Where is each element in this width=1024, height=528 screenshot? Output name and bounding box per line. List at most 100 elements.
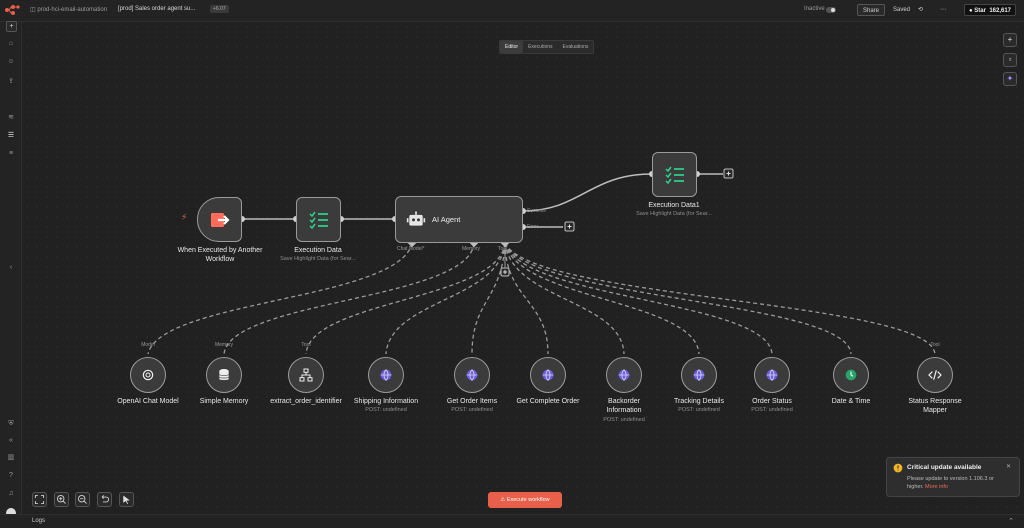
history-icon[interactable]: ⟲ [918, 7, 924, 13]
share-button[interactable]: Share [857, 4, 886, 16]
chevron-up-icon[interactable]: ⌃ [1008, 518, 1014, 525]
collapse-sidebar-icon[interactable]: ‹ [9, 264, 13, 271]
execute-workflow-button[interactable]: ⚠ Execute workflow [488, 492, 562, 508]
stack-alt-icon[interactable]: ≡ [8, 150, 14, 157]
workflow-tag[interactable]: +6.07 [210, 5, 229, 13]
more-info-link[interactable]: More info [925, 484, 948, 490]
tool-top-label: Tool [301, 342, 311, 348]
logs-bar[interactable]: Logs ⌃ [0, 514, 1024, 528]
sticky-note-button[interactable]: ▫ [1003, 53, 1017, 67]
pointer-mode-button[interactable] [119, 492, 134, 507]
tool-label: Tracking Details [674, 398, 724, 405]
tool-label: Simple Memory [199, 398, 249, 405]
tool-simple-memory[interactable] [206, 357, 242, 393]
user-icon[interactable]: ☺ [7, 58, 15, 65]
help-icon[interactable]: ? [9, 472, 13, 479]
node-ai-agent[interactable]: AI Agent [395, 196, 523, 243]
node-execution-data-sub: Save Highlight Data (for Sear... [280, 256, 356, 262]
tool-sub: POST: undefined [603, 417, 645, 423]
saved-status: Saved [893, 7, 911, 13]
tool-top-label: Tool [930, 342, 940, 348]
globe-icon [766, 369, 778, 381]
port-tool-label: Tool [498, 246, 508, 252]
port-error-label: Error [527, 224, 539, 230]
node-execution-data1-label: Execution Data1 [648, 202, 700, 209]
node-execution-data-label: Execution Data [294, 247, 342, 254]
add-node-button[interactable]: + [1003, 33, 1017, 47]
workflow-name[interactable]: [prod] Sales order agent su... [118, 6, 196, 12]
tab-editor[interactable]: Editor [500, 41, 524, 53]
tab-evaluations[interactable]: Evaluations [562, 44, 589, 50]
logs-label[interactable]: Logs [32, 518, 46, 524]
tool-status-response-mapper[interactable] [917, 357, 953, 393]
clock-icon [845, 369, 857, 381]
share-icon[interactable]: ⇪ [8, 78, 14, 85]
layers-icon[interactable]: ≋ [8, 114, 14, 121]
network-icon [299, 368, 313, 382]
add-icon[interactable]: + [6, 21, 17, 32]
workflow-canvas[interactable]: Editor Executions Evaluations + ▫ ✦ [22, 22, 1024, 514]
globe-icon [693, 369, 705, 381]
port-chat-model-label: Chat Model* [397, 246, 425, 252]
top-bar: ◫ prod-hci-email-automation [prod] Sales… [0, 0, 1024, 22]
node-execution-data1[interactable] [652, 152, 697, 197]
zoom-out-button[interactable] [75, 492, 90, 507]
tool-top-label: Memory [214, 342, 234, 348]
checklist-icon [665, 166, 684, 185]
tool-top-label: Model [141, 342, 155, 348]
insights-icon[interactable]: ▥ [7, 454, 15, 461]
tool-tracking-details[interactable] [681, 357, 717, 393]
node-trigger-label: When Executed by Another Workflow [177, 247, 263, 263]
notifications-icon[interactable]: ♫ [8, 490, 14, 497]
tool-label: extract_order_identifier [270, 398, 342, 405]
tool-label: Date & Time [831, 398, 871, 405]
tool-sub: POST: undefined [451, 407, 493, 413]
tool-shipping-information[interactable] [368, 357, 404, 393]
avatar[interactable] [6, 508, 16, 518]
github-icon: ● [969, 8, 975, 14]
code-icon [928, 370, 942, 380]
globe-icon [542, 369, 554, 381]
node-execution-data[interactable] [296, 197, 341, 242]
ai-assistant-button[interactable]: ✦ [1003, 72, 1017, 86]
dashed-model [147, 242, 413, 355]
active-toggle[interactable] [826, 7, 836, 13]
close-icon[interactable]: ✕ [1005, 464, 1011, 470]
reset-zoom-button[interactable] [97, 492, 112, 507]
zoom-in-button[interactable] [54, 492, 69, 507]
tool-openai-chat-model[interactable] [130, 357, 166, 393]
variables-icon[interactable]: « [9, 437, 13, 444]
tool-label: Get Complete Order [516, 398, 580, 405]
openai-icon [142, 369, 154, 381]
tool-get-order-items[interactable] [454, 357, 490, 393]
database-icon [219, 369, 229, 380]
globe-icon [466, 369, 478, 381]
tool-get-complete-order[interactable] [530, 357, 566, 393]
n8n-logo-icon[interactable] [4, 3, 20, 17]
update-toast: Critical update available Please update … [886, 457, 1020, 497]
left-sidebar: + ⌂ ☺ ⇪ ≋ ☰ ≡ ‹ ⛨ « ▥ ? ♫ [0, 21, 22, 518]
breadcrumb-project[interactable]: ◫ prod-hci-email-automation [30, 7, 108, 13]
tool-label: Get Order Items [446, 398, 498, 405]
tool-sub: POST: undefined [751, 407, 793, 413]
home-icon[interactable]: ⌂ [8, 40, 14, 47]
github-star-button[interactable]: ● Star 162,617 [964, 4, 1017, 16]
tab-executions[interactable]: Executions [528, 44, 553, 50]
fit-view-button[interactable] [32, 492, 47, 507]
node-trigger[interactable] [197, 197, 242, 242]
node-execution-data1-sub: Save Highlight Data (for Sear... [636, 211, 712, 217]
tool-label: Backorder Information [606, 398, 642, 414]
checklist-icon [309, 211, 328, 230]
tool-order-status[interactable] [754, 357, 790, 393]
tool-date-time[interactable] [833, 357, 869, 393]
toast-title: Critical update available [907, 464, 982, 471]
tool-extract-order-identifier[interactable] [288, 357, 324, 393]
tool-backorder-information[interactable] [606, 357, 642, 393]
templates-icon[interactable]: ⛨ [8, 420, 14, 427]
more-options-icon[interactable]: ⋯ [940, 7, 946, 13]
globe-icon [380, 369, 392, 381]
execute-workflow-trigger-icon [211, 213, 230, 227]
stack-icon[interactable]: ☰ [7, 132, 15, 139]
tool-sub: POST: undefined [678, 407, 720, 413]
port-memory-label: Memory [462, 246, 481, 252]
